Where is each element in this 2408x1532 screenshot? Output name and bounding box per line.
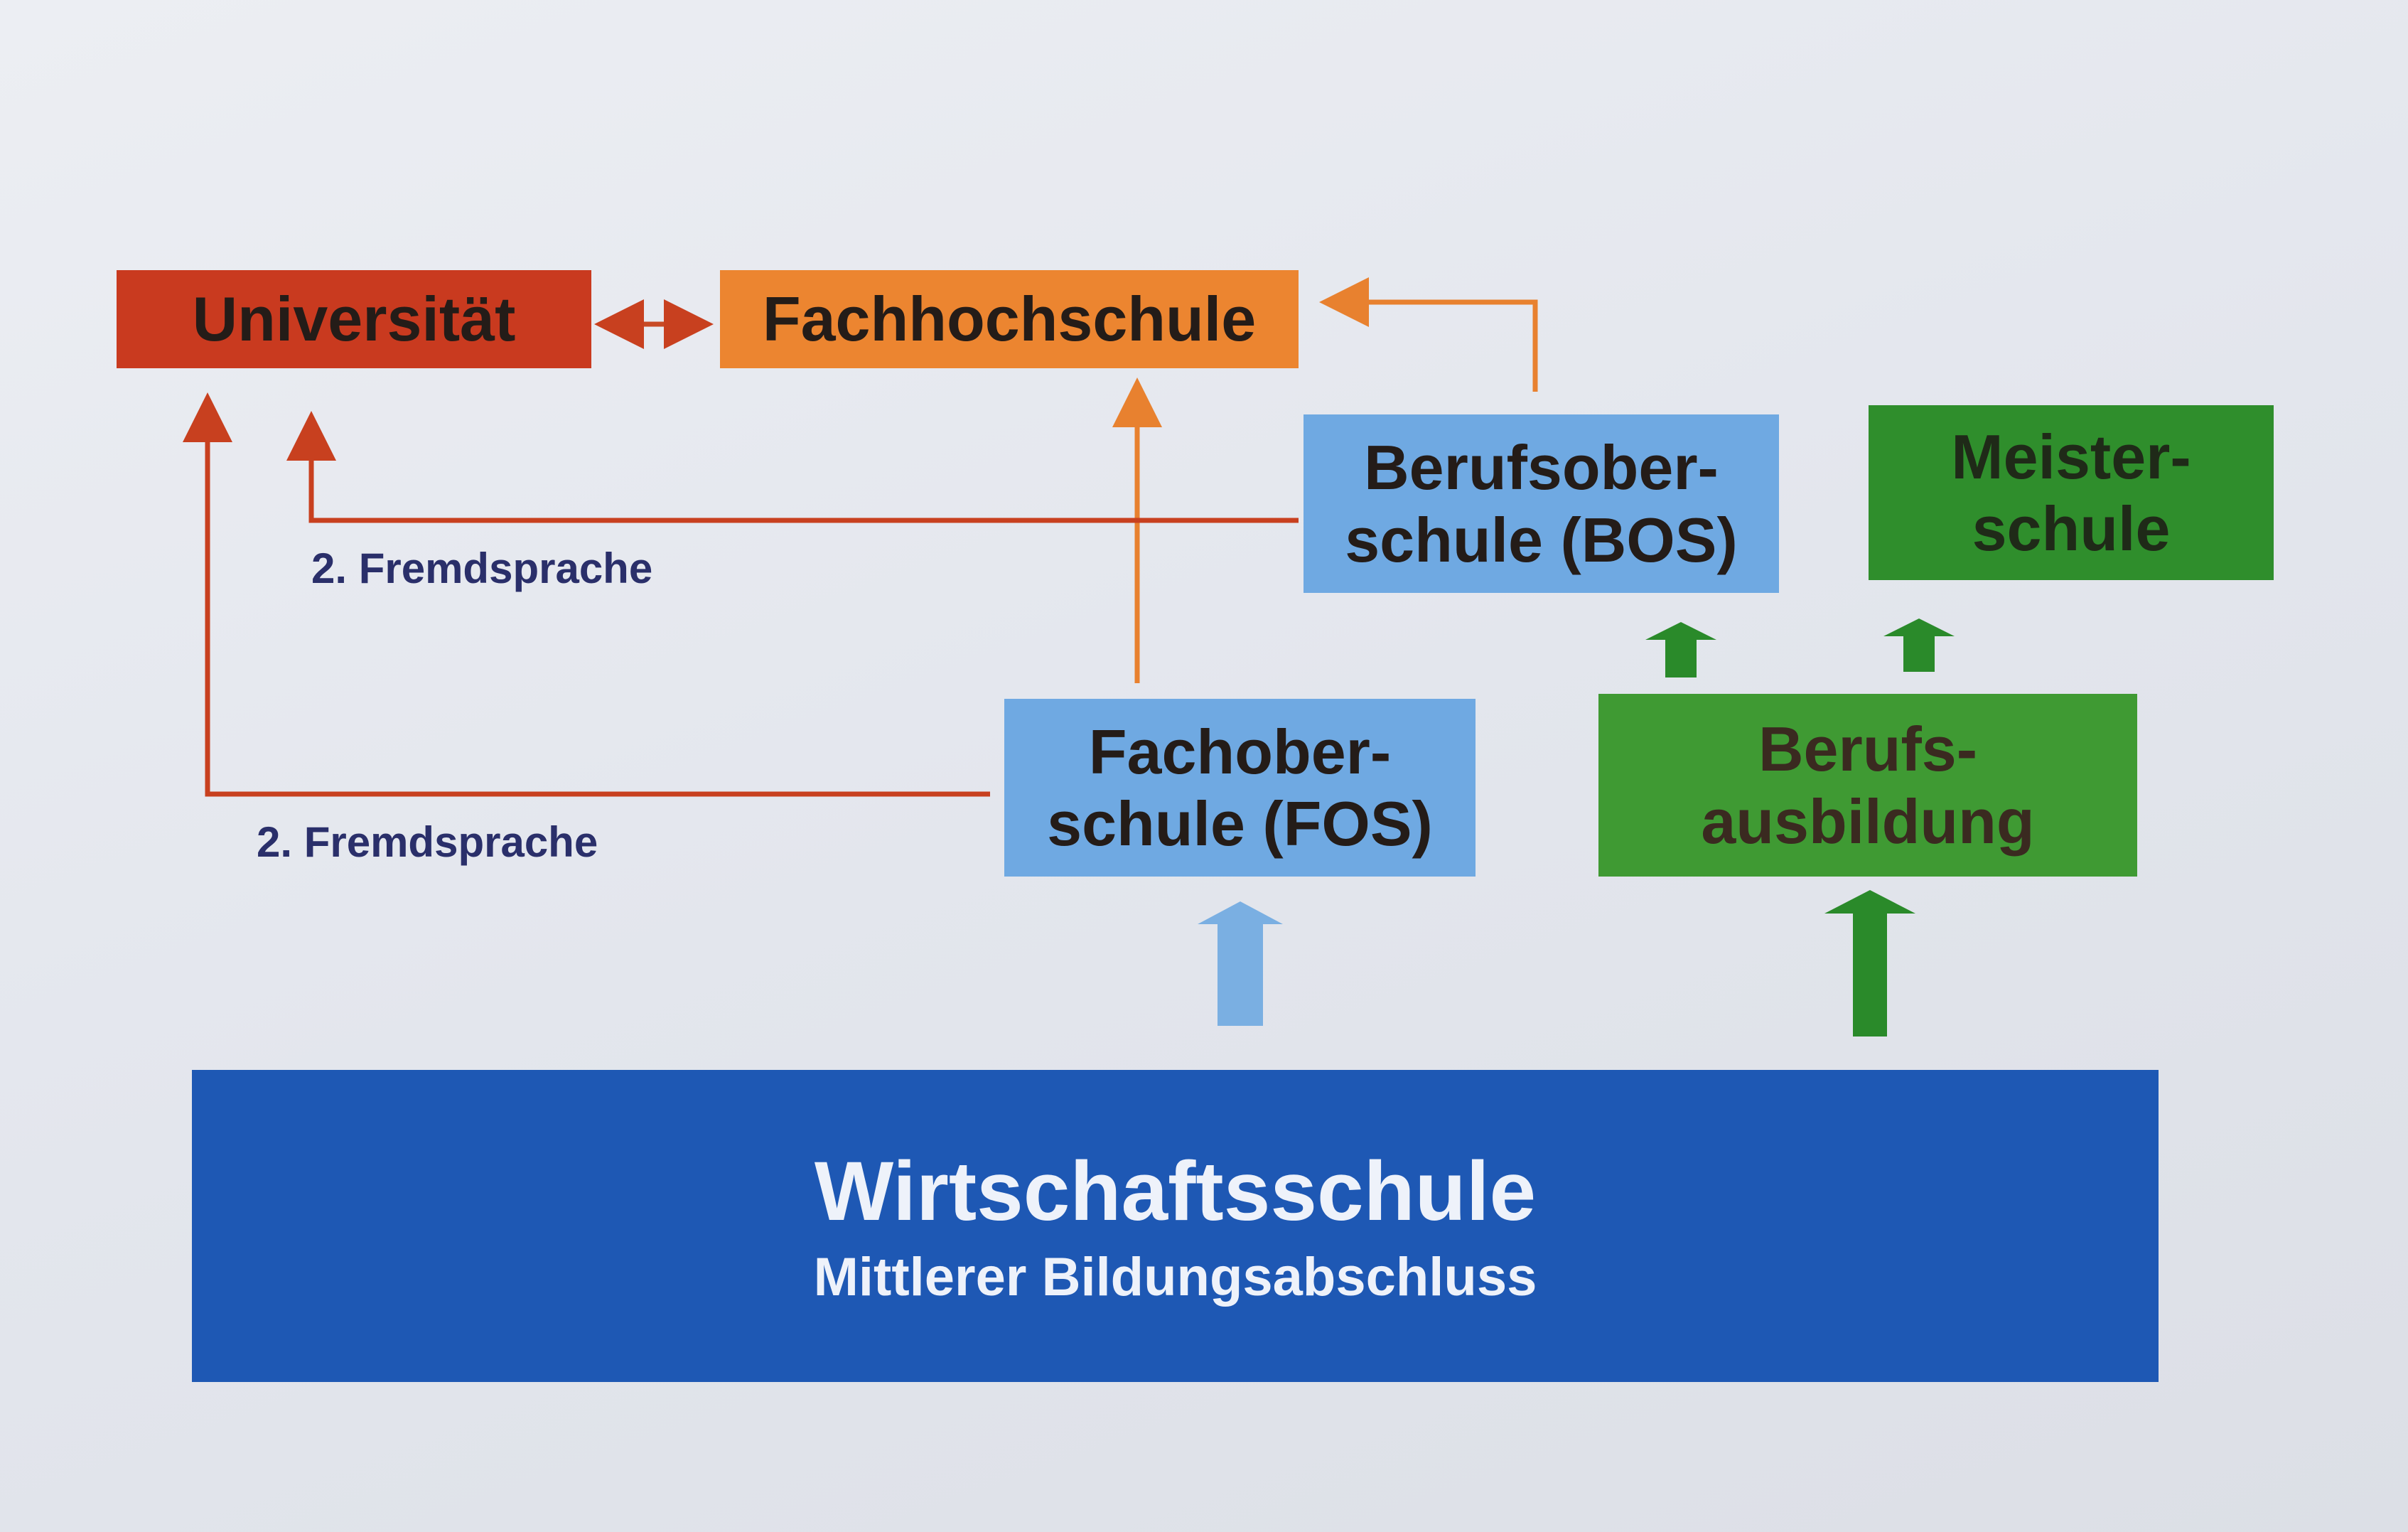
wirtschaftsschule-box: Wirtschaftsschule Mittlerer Bildungsabsc… xyxy=(192,1070,2159,1382)
bos-label-line1: Berufsober- xyxy=(1364,432,1719,503)
meisterschule-label-line1: Meister- xyxy=(1951,421,2191,492)
universitaet-label: Universität xyxy=(192,284,516,355)
meisterschule-box: Meister- schule xyxy=(1869,405,2274,580)
bos-label-line2: schule (BOS) xyxy=(1345,504,1738,575)
wirtschaftsschule-subtitle: Mittlerer Bildungsabschluss xyxy=(813,1246,1537,1307)
bos-box: Berufsober- schule (BOS) xyxy=(1304,414,1779,593)
fos-label-line1: Fachober- xyxy=(1088,716,1392,787)
fachhochschule-box: Fachhochschule xyxy=(720,270,1299,368)
arrow-ausbildung-meister xyxy=(1883,618,1955,672)
fos-box: Fachober- schule (FOS) xyxy=(1004,699,1476,877)
fos-label-line2: schule (FOS) xyxy=(1047,788,1433,859)
berufsausbildung-box: Berufs- ausbildung xyxy=(1598,694,2137,877)
arrow-bos-uni xyxy=(286,411,1299,523)
fachhochschule-label: Fachhochschule xyxy=(762,284,1257,355)
universitaet-box: Universität xyxy=(117,270,591,368)
arrow-fos-uni xyxy=(183,392,990,797)
arrow-bos-fh xyxy=(1319,277,1538,392)
arrow-ws-fos xyxy=(1198,901,1283,1026)
fremdsprache-label-bos: 2. Fremdsprache xyxy=(311,545,653,592)
arrow-ws-ausbildung xyxy=(1824,890,1915,1036)
wirtschaftsschule-title: Wirtschaftsschule xyxy=(814,1144,1537,1238)
berufsausbildung-label-line1: Berufs- xyxy=(1758,714,1978,785)
meisterschule-label-line2: schule xyxy=(1972,493,2171,564)
berufsausbildung-label-line2: ausbildung xyxy=(1701,786,2035,857)
fremdsprache-label-fos: 2. Fremdsprache xyxy=(257,818,598,866)
arrow-ausbildung-bos xyxy=(1645,622,1716,677)
